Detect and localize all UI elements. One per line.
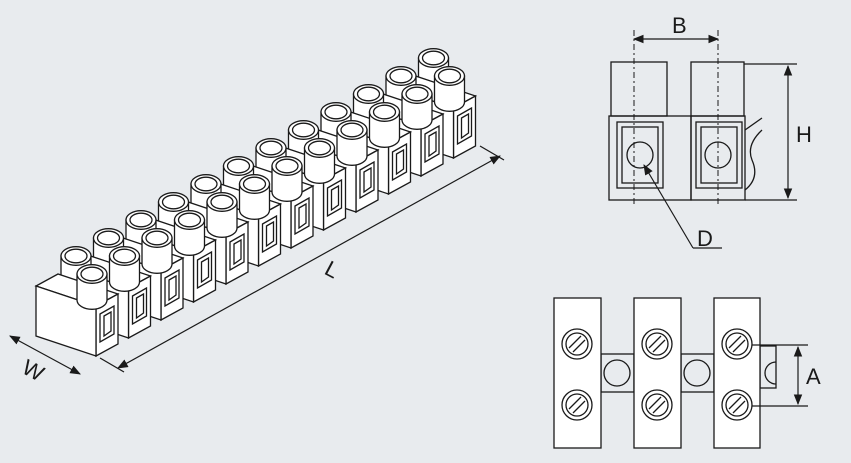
- pitch-label: B: [672, 13, 687, 38]
- terminal-units: [34, 48, 478, 358]
- top-view: A: [553, 297, 821, 449]
- side-view: B H D: [608, 13, 812, 251]
- isometric-view: L W: [9, 48, 505, 386]
- screw-icon: [641, 328, 673, 360]
- length-label: L: [321, 256, 344, 284]
- screw-icon: [721, 389, 753, 421]
- hole-diameter-label: D: [697, 226, 713, 251]
- screw-icon: [721, 328, 753, 360]
- height-label: H: [796, 122, 812, 147]
- screw-heads: [561, 328, 753, 421]
- screw-icon: [561, 389, 593, 421]
- width-label: W: [18, 354, 48, 386]
- screw-icon: [561, 328, 593, 360]
- screw-icon: [641, 389, 673, 421]
- screw-spacing-label: A: [806, 364, 821, 389]
